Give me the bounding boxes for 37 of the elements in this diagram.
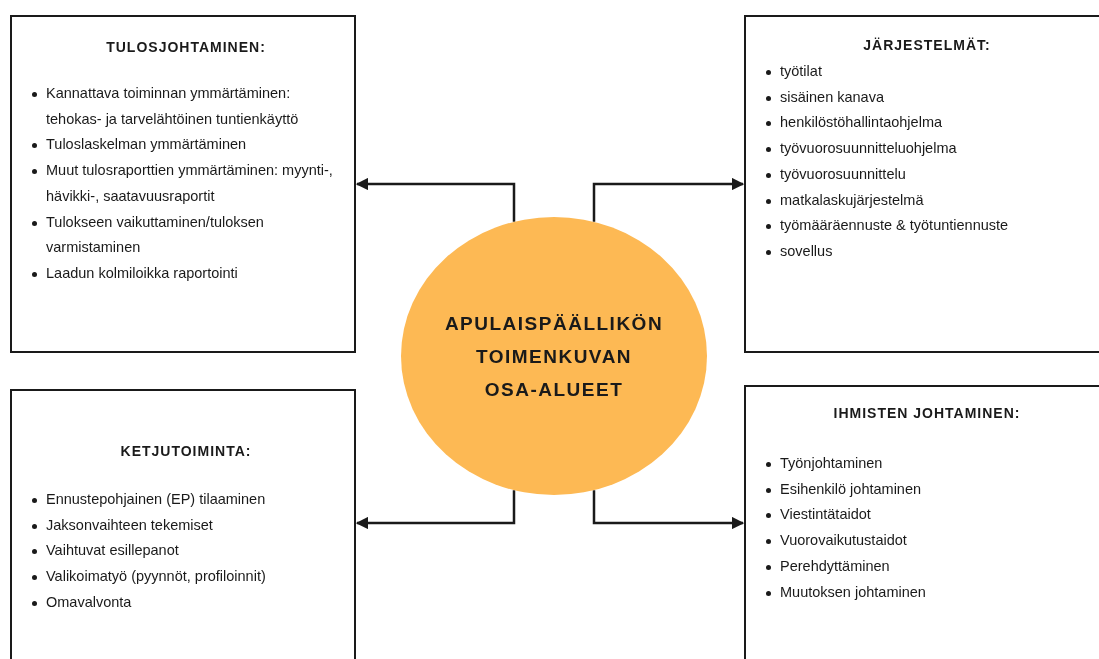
list-item: työvuorosuunnittelu [762,161,1092,188]
list-item: matkalaskujärjestelmä [762,187,1092,214]
list-item: Tuloslaskelman ymmärtäminen [28,132,344,159]
category-box [10,389,356,659]
list-item: Viestintätaidot [762,502,1092,529]
arrow [355,490,516,530]
box-heading: KETJUTOIMINTA: [119,443,253,459]
list-item: sovellus [762,238,1092,265]
list-item: Esihenkilö johtaminen [762,476,1092,503]
box-heading: IHMISTEN JOHTAMINEN: [832,405,1022,421]
list-item: Ennustepohjainen (EP) tilaaminen [28,487,344,513]
list-item: Laadun kolmiloikka raportointi [28,260,344,287]
list-item: työtilat [762,59,1092,85]
box-heading: JÄRJESTELMÄT: [862,37,992,53]
list-item: Muutoksen johtaminen [762,579,1092,606]
category-box [744,385,1099,659]
category-box [10,15,356,353]
list-item: henkilöstöhallintaohjelma [762,110,1092,137]
list-item: Työnjohtaminen [762,451,1092,477]
topic-title: APULAISPÄÄLLIKÖN TOIMENKUVAN OSA-ALUEET [443,311,665,402]
arrow [355,177,516,222]
list-item: sisäinen kanava [762,84,1092,111]
list-item: Vaihtuvat esillepanot [28,538,344,565]
list-item: Perehdyttäminen [762,553,1092,580]
list-item: Omavalvonta [28,589,344,616]
list-item: Tulokseen vaikuttaminen/tuloksen varmistaminen [28,209,344,261]
arrow [592,177,745,222]
list-item: Valikoimatyö (pyynnöt, profiloinnit) [28,564,344,590]
list-item: Vuorovaikutustaidot [762,528,1092,554]
box-heading: TULOSJOHTAMINEN: [105,39,267,55]
category-box [744,15,1099,353]
list-item: Kannattava toiminnan ymmärtäminen: tehokas- ja tarvelähtöinen tuntienkäyttö [28,81,344,133]
arrow [592,490,745,530]
list-item: Muut tulosraporttien ymmärtäminen: myynti-, hävikki-, saatavuusraportit [28,158,344,210]
list-item: Jaksonvaihteen tekemiset [28,512,344,539]
list-item: työvuorosuunnitteluohjelma [762,136,1092,162]
list-item: työmääräennuste & työtuntiennuste [762,213,1092,239]
